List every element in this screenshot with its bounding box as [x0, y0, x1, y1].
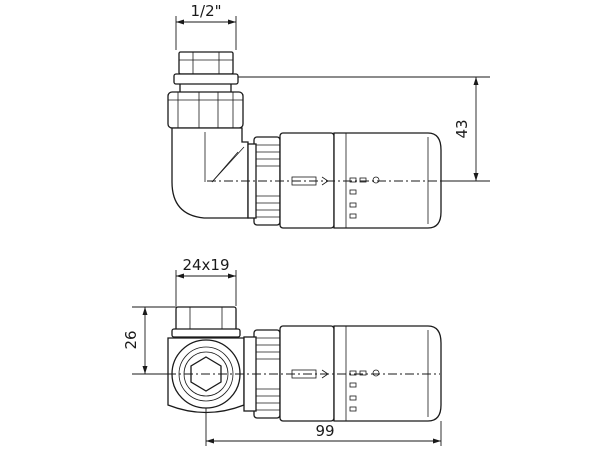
valve-body	[279, 132, 335, 229]
dimension-side-height-label: 26	[122, 330, 140, 349]
dimension-overall-length-label: 99	[315, 422, 334, 440]
dimension-nut-size: 24x19	[175, 256, 237, 306]
top-view-valve: 1/2"	[167, 2, 490, 229]
tail-collar	[173, 73, 239, 85]
dimension-height-offset: 43	[238, 76, 490, 182]
dimension-thread-size-label: 1/2"	[190, 2, 221, 20]
dimension-side-height: 26	[122, 306, 178, 375]
dimension-thread-size: 1/2"	[175, 2, 237, 50]
dimension-height-offset-label: 43	[453, 119, 471, 138]
elbow-body	[171, 127, 249, 219]
dimension-nut-size-label: 24x19	[182, 256, 229, 274]
thermostatic-head	[333, 132, 442, 229]
dimension-overall-length: 99	[205, 408, 442, 446]
side-valve-body	[279, 325, 335, 422]
union-nut	[167, 91, 244, 129]
threaded-tail	[178, 51, 234, 75]
bottom-view-valve: 24x19	[122, 256, 442, 446]
side-thermostatic-head	[333, 325, 442, 422]
